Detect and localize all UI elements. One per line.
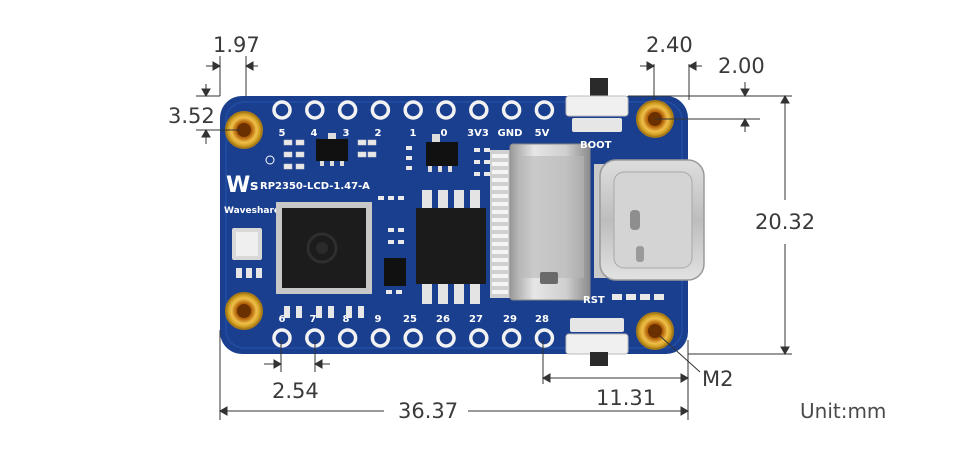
brand-label: Waveshare	[224, 206, 280, 216]
dim-board-height: 20.32	[755, 210, 815, 234]
bottom-pin-label: 6	[279, 314, 286, 325]
bottom-pin-label: 25	[403, 314, 417, 325]
top-pin-pad	[403, 100, 423, 120]
unit-label: Unit:mm	[800, 399, 886, 423]
bottom-pin-label: 9	[375, 314, 382, 325]
bottom-pin-pad	[436, 328, 456, 348]
svg-text:W: W	[226, 173, 250, 198]
smd-components-rst	[612, 294, 664, 300]
rst-label: RST	[583, 295, 605, 306]
bottom-pin-pad	[534, 328, 555, 348]
fpc-pin	[492, 170, 508, 174]
fpc-pin	[492, 250, 508, 254]
fpc-pin	[492, 178, 508, 182]
mounting-hole-bottom-right	[636, 312, 674, 350]
fpc-pin	[492, 218, 508, 222]
mounting-hole-top-left	[225, 111, 263, 149]
smd-components-top-left	[283, 139, 377, 170]
bottom-pin-label: 29	[503, 314, 517, 325]
waveshare-logo: W s	[226, 155, 275, 198]
fpc-pin	[492, 242, 508, 246]
smd-components-mcu	[284, 196, 404, 318]
fpc-pin	[492, 290, 508, 294]
mcu-chip	[276, 202, 372, 294]
mosfet-chip	[426, 134, 458, 172]
fpc-pin	[492, 202, 508, 206]
dimension-lines	[196, 56, 792, 420]
usb-c-connector	[594, 159, 705, 281]
small-ic	[384, 258, 406, 286]
dim-board-length: 36.37	[398, 399, 458, 423]
fpc-pin	[492, 162, 508, 166]
fpc-connector	[490, 150, 510, 298]
smd-components-center	[406, 146, 490, 176]
fpc-pin	[492, 210, 508, 214]
bottom-pin-label: 7	[310, 314, 317, 325]
top-pin-label: 5V	[535, 128, 550, 139]
fpc-pin	[492, 274, 508, 278]
top-pin-header	[272, 100, 555, 120]
boot-button	[565, 78, 629, 132]
flash-chip	[416, 190, 486, 304]
bottom-pin-pad	[403, 328, 423, 348]
bottom-pin-pad	[272, 328, 292, 348]
top-pin-label: 2	[375, 128, 382, 139]
top-pin-label: 0	[441, 128, 448, 139]
dim-hole-offset-top: 3.52	[168, 104, 215, 128]
fpc-pin	[492, 186, 508, 190]
fpc-pin	[492, 266, 508, 270]
board-model-label: RP2350-LCD-1.47-A	[260, 181, 370, 192]
fpc-pin	[492, 282, 508, 286]
svg-text:s: s	[250, 178, 258, 194]
fpc-pin	[492, 194, 508, 198]
regulator-chip	[316, 133, 348, 166]
boot-label: BOOT	[580, 140, 612, 151]
fpc-pin	[492, 226, 508, 230]
crystal-oscillator	[232, 228, 262, 278]
bottom-pin-label: 28	[535, 314, 549, 325]
bottom-pin-header	[272, 328, 555, 348]
bottom-pin-label: 27	[469, 314, 483, 325]
dim-usb-offset: 11.31	[596, 386, 656, 410]
top-pin-pad	[534, 100, 555, 120]
bottom-pin-pad	[501, 328, 522, 348]
dim-pin-pitch-top: 1.97	[213, 33, 260, 57]
bottom-pin-pad	[337, 328, 358, 348]
top-pin-pad	[272, 100, 292, 120]
top-pin-pad	[469, 100, 489, 120]
dim-pin-pitch: 2.54	[272, 379, 319, 403]
dim-hole-label: M2	[702, 367, 733, 391]
top-pin-pad	[337, 100, 358, 120]
dim-usb-hole-offset: 2.00	[718, 54, 765, 78]
top-pin-pad	[501, 100, 522, 120]
top-pin-pad	[370, 100, 391, 120]
top-pin-labels: 5 4 3 2 1 0 3V3 GND 5V	[279, 128, 550, 139]
bottom-pin-pad	[370, 328, 391, 348]
tf-card-slot	[509, 143, 591, 301]
bottom-pin-label: 8	[343, 314, 350, 325]
top-pin-label: 5	[279, 128, 286, 139]
reset-button	[565, 318, 629, 366]
top-pin-pad	[305, 100, 325, 120]
fpc-pin	[492, 154, 508, 158]
fpc-pin	[492, 258, 508, 262]
top-pin-label: GND	[498, 128, 523, 139]
top-pin-label: 1	[410, 128, 417, 139]
top-pin-label: 3	[343, 128, 350, 139]
top-pin-pad	[436, 100, 456, 120]
top-pin-label: 3V3	[467, 128, 489, 139]
bottom-pin-labels: 6 7 8 9 25 26 27 29 28	[279, 314, 549, 325]
dim-usb-hole-width: 2.40	[646, 33, 693, 57]
bottom-pin-label: 26	[436, 314, 450, 325]
mounting-hole-bottom-left	[225, 292, 263, 330]
bottom-pin-pad	[469, 328, 489, 348]
fpc-pin	[492, 234, 508, 238]
top-pin-label: 4	[311, 128, 318, 139]
